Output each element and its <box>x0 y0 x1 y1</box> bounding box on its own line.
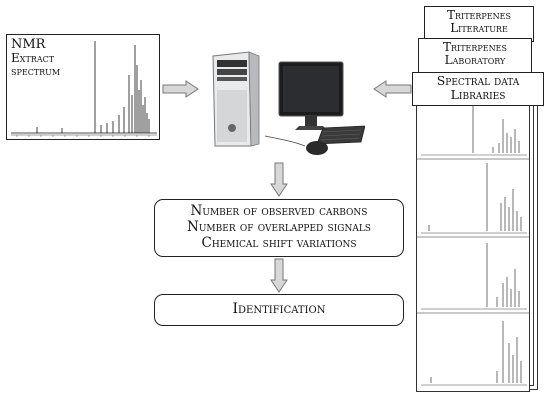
library-spectra-plots <box>417 105 529 386</box>
tab-triterpenes-literature: Triterpenes Literature <box>424 6 534 42</box>
tab-literature-line1: Triterpenes <box>447 8 511 22</box>
tab-spectral-line2: Libraries <box>450 87 506 102</box>
tab-laboratory-line1: Triterpenes <box>443 40 507 54</box>
criteria-box: Number of observed carbons Number of ove… <box>154 199 404 257</box>
library-spectrum-2 <box>421 163 527 234</box>
extract-label: Extract <box>11 51 55 66</box>
library-spectrum-4 <box>421 321 527 386</box>
library-panel-dividers <box>417 158 529 314</box>
library-spectrum-1 <box>421 105 527 156</box>
criteria-overlapped-signals: Number of overlapped signals <box>187 218 371 235</box>
tab-spectral-line1: Spectral data <box>436 73 520 88</box>
tab-literature-line2: Literature <box>450 21 508 36</box>
nmr-label: NMR <box>11 37 46 52</box>
arrow-down-to-criteria-icon <box>270 162 288 197</box>
nmr-box-title: NMR Extract spectrum <box>11 37 61 79</box>
identification-label: Identification <box>232 301 326 317</box>
arrow-left-to-computer-icon <box>373 80 412 98</box>
spectrum-axis-ticks <box>16 135 150 137</box>
tab-spectral-data-libraries: Spectral data Libraries <box>412 72 544 106</box>
computer-mouse-icon <box>264 135 328 155</box>
desktop-computer-icon <box>212 51 365 155</box>
tab-triterpenes-laboratory: Triterpenes Laboratory <box>418 38 532 74</box>
computer-tower-icon <box>212 51 260 147</box>
identification-box: Identification <box>154 294 404 326</box>
criteria-observed-carbons: Number of observed carbons <box>190 203 368 219</box>
computer-keyboard-icon <box>316 125 365 145</box>
nmr-spectrum-plot <box>11 41 157 137</box>
library-spectra-panel <box>416 92 530 392</box>
criteria-chemical-shift: Chemical shift variations <box>201 234 357 251</box>
nmr-extract-spectrum-box: NMR Extract spectrum <box>6 34 160 140</box>
arrow-down-to-identification-icon <box>270 258 288 293</box>
arrow-right-to-computer-icon <box>162 80 199 98</box>
library-spectrum-3 <box>421 243 527 310</box>
tab-laboratory-line2: Laboratory <box>444 53 506 68</box>
spectrum-label: spectrum <box>11 64 61 79</box>
computer-monitor-icon <box>278 61 344 130</box>
